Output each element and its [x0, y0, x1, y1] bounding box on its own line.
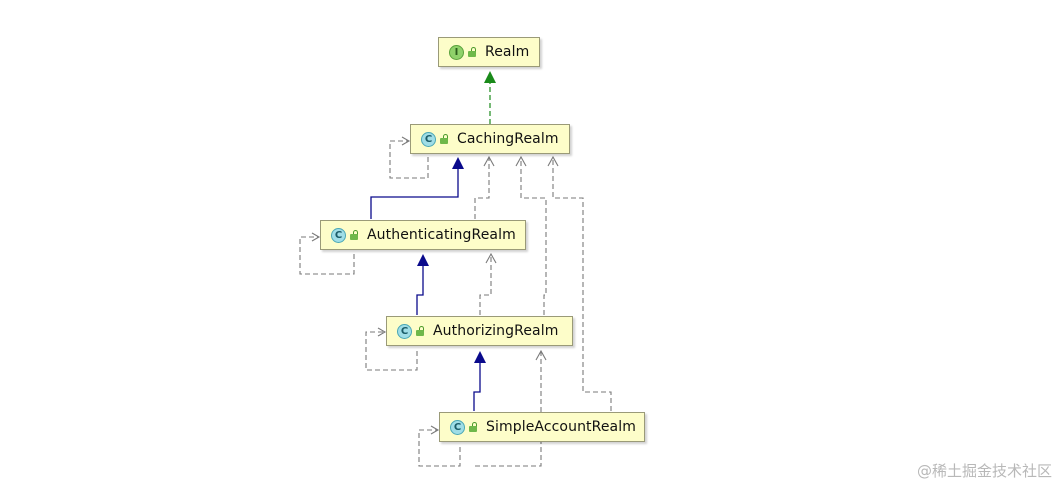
- edge-simple-extends-authorizing: [473, 363, 481, 411]
- edge-simple-implements-authorizing-arrowhead: [535, 349, 547, 361]
- class-icon: C: [450, 419, 465, 435]
- edge-simple-implements-authorizing: [475, 351, 542, 467]
- abstract-class-icon: C: [397, 323, 412, 339]
- node-caching-realm[interactable]: C CachingRealm: [410, 124, 570, 154]
- edge-caching-implements-realm-arrowhead: [484, 71, 496, 83]
- edge-caching-self-loop-arrowhead: [401, 136, 411, 146]
- edge-simple-extends-authorizing-arrowhead: [474, 351, 486, 363]
- edge-authorizing-extends-authenticating-arrowhead: [417, 254, 429, 266]
- node-simple-account-realm[interactable]: C SimpleAccountRealm: [439, 412, 645, 442]
- node-authenticating-realm[interactable]: C AuthenticatingRealm: [320, 220, 526, 250]
- edge-authorizing-self-loop-arrowhead: [377, 327, 387, 337]
- public-visibility-icon: [468, 47, 477, 57]
- node-label: AuthorizingRealm: [433, 323, 559, 339]
- node-realm[interactable]: I Realm: [438, 37, 540, 67]
- node-label: Realm: [485, 44, 530, 60]
- edge-authenticating-extends-caching: [370, 168, 459, 219]
- edge-simple-self-loop-arrowhead: [430, 425, 440, 435]
- edge-authorizing-implements-caching-arrowhead: [515, 155, 527, 167]
- edge-authenticating-self-loop-arrowhead: [311, 232, 321, 242]
- node-label: SimpleAccountRealm: [486, 419, 636, 435]
- public-visibility-icon: [350, 230, 359, 240]
- edge-authenticating-implements-caching: [474, 157, 490, 219]
- edge-authorizing-implements-authenticating: [479, 254, 492, 315]
- watermark: @稀土掘金技术社区: [916, 462, 1052, 480]
- edge-simple-implements-caching-arrowhead: [547, 155, 559, 167]
- edge-authenticating-extends-caching-arrowhead: [452, 157, 464, 169]
- edge-authorizing-extends-authenticating: [416, 265, 424, 315]
- interface-icon: I: [449, 44, 464, 60]
- edge-authorizing-implements-authenticating-arrowhead: [485, 252, 497, 264]
- abstract-class-icon: C: [331, 227, 346, 243]
- public-visibility-icon: [416, 326, 425, 336]
- node-label: AuthenticatingRealm: [367, 227, 516, 243]
- public-visibility-icon: [469, 422, 478, 432]
- node-authorizing-realm[interactable]: C AuthorizingRealm: [386, 316, 573, 346]
- edge-authenticating-implements-caching-arrowhead: [483, 155, 495, 167]
- abstract-class-icon: C: [421, 131, 436, 147]
- edge-simple-implements-caching: [552, 157, 612, 411]
- node-label: CachingRealm: [457, 131, 559, 147]
- public-visibility-icon: [440, 134, 449, 144]
